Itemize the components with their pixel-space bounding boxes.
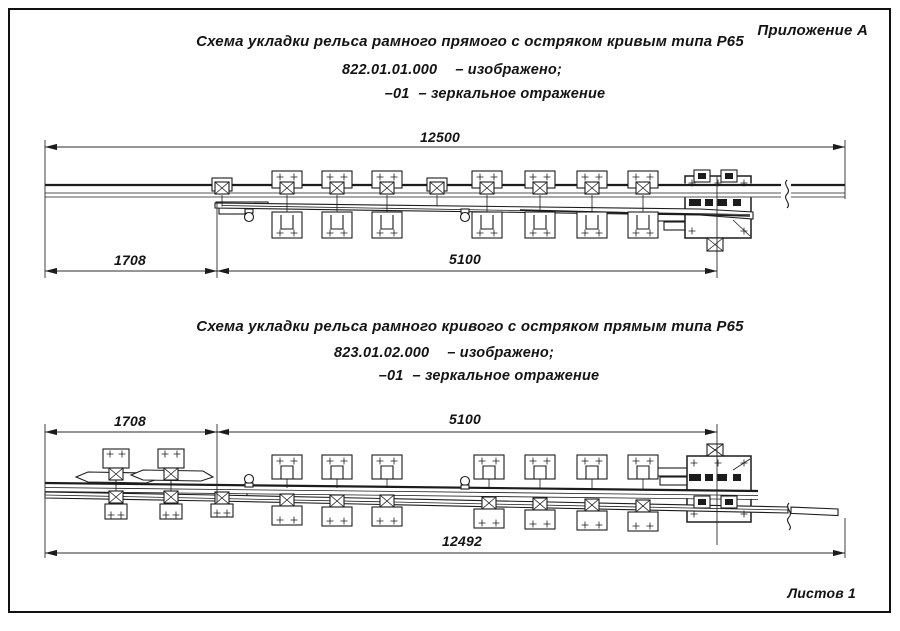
- diagram2-dimensions: [44, 424, 846, 558]
- diagram2-dim-front: 1708: [114, 413, 146, 429]
- diagram2-mirror-line: –01 – зеркальное отражение: [379, 368, 600, 385]
- diagram1-shown-note: – изображено;: [455, 62, 563, 78]
- diagram2-code-line: 823.01.02.000 – изображено;: [334, 345, 554, 362]
- diagram2-dim-overall: 12492: [442, 533, 482, 549]
- diagram1-dim-point: 5100: [449, 251, 481, 267]
- diagram2-joint-bars: [74, 469, 215, 484]
- diagram1-linework: [44, 140, 846, 278]
- diagram1-rail-break: [781, 179, 791, 209]
- diagram2-bottom-fasteners: [210, 491, 659, 532]
- diagram2-dim-point: 5100: [449, 411, 481, 427]
- appendix-label: Приложение А: [757, 22, 868, 39]
- diagram1-mirror-code: –01: [384, 86, 410, 102]
- diagram2-shown-note: – изображено;: [447, 345, 555, 361]
- diagram1-title: Схема укладки рельса рамного прямого с о…: [196, 33, 744, 50]
- diagram2-bolt-dome: [459, 475, 471, 490]
- diagram1-mirror-line: –01 – зеркальное отражение: [385, 86, 606, 103]
- diagram1-mirror-note: – зеркальное отражение: [418, 86, 606, 102]
- diagram1-dimensions: [44, 140, 846, 278]
- diagram2-title: Схема укладки рельса рамного кривого с о…: [196, 318, 744, 335]
- diagram1-code-line: 822.01.01.000 – изображено;: [342, 62, 562, 79]
- sheets-label: Листов 1: [787, 585, 856, 601]
- diagram1-heel-assembly: [688, 169, 751, 252]
- diagram2-bolt-dome: [243, 473, 255, 488]
- diagram2-top-fasteners: [243, 454, 659, 490]
- sheet-border: [8, 8, 891, 613]
- diagram1-code: 822.01.01.000: [341, 62, 438, 78]
- diagram2-mirror-note: – зеркальное отражение: [412, 368, 600, 384]
- diagram1-top-fasteners: [211, 170, 659, 207]
- diagram2-heel-assembly: [689, 443, 751, 518]
- diagram1-bolt-dome: [459, 208, 471, 223]
- diagram1-dim-front: 1708: [114, 252, 146, 268]
- diagram1-bottom-fasteners: [243, 206, 659, 239]
- diagram2-joint-assemblies: [102, 448, 185, 520]
- diagram2-code: 823.01.02.000: [333, 345, 430, 361]
- diagram1-dim-overall: 12500: [420, 129, 460, 145]
- diagram2-mirror-code: –01: [378, 368, 404, 384]
- diagram2-linework: [44, 424, 846, 558]
- diagram1-bolt-dome: [243, 208, 255, 223]
